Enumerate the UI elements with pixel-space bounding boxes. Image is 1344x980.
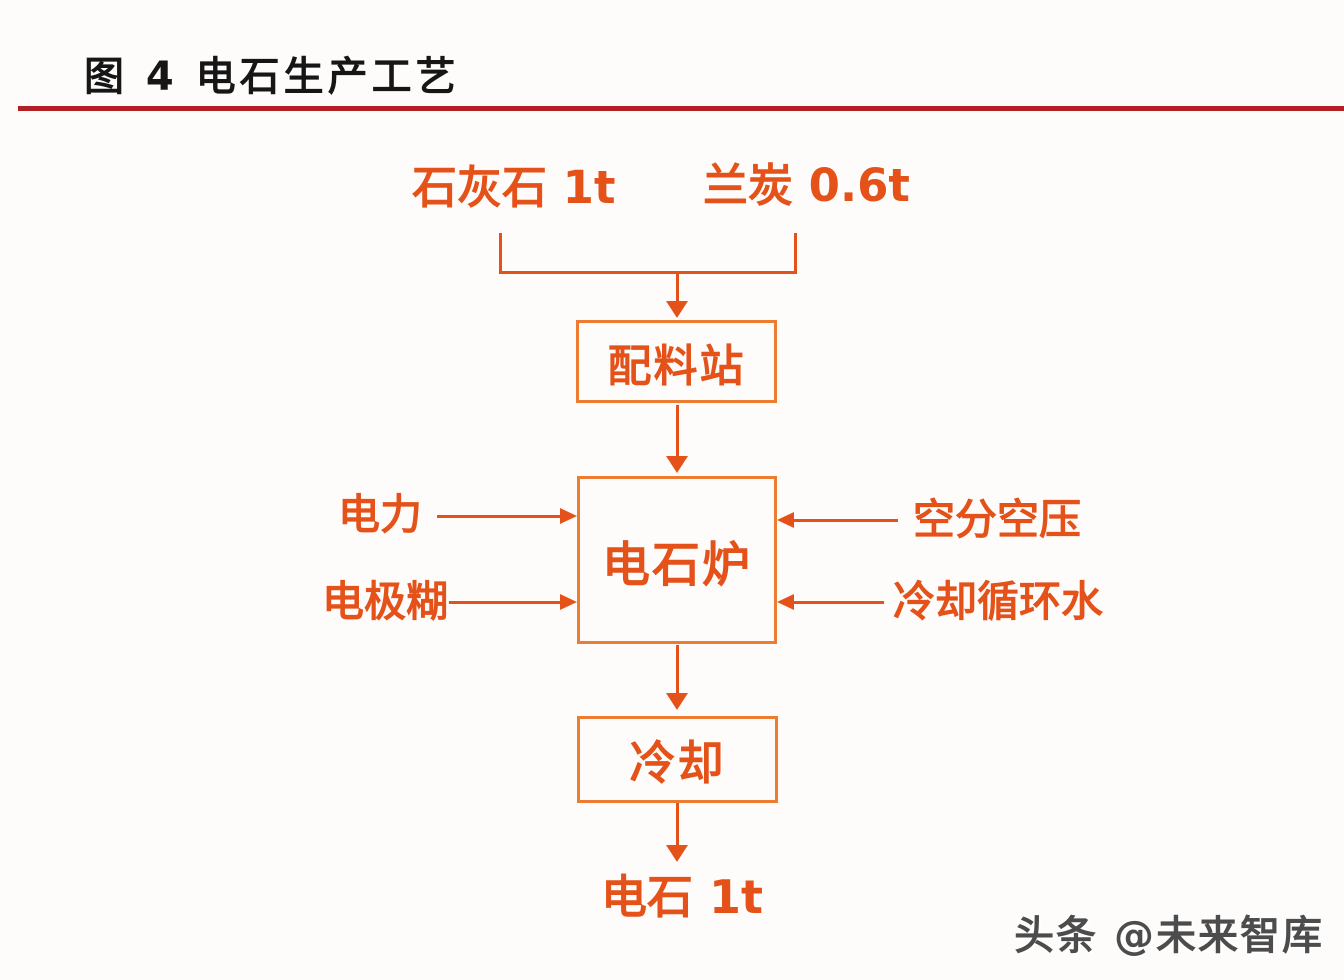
arrow-right-icon — [560, 508, 577, 524]
input-limestone-label: 石灰石 1t — [412, 161, 616, 214]
bracket-left-vertical-line — [499, 233, 502, 274]
connector-electrode-paste-line — [449, 601, 562, 604]
label-electricity: 电力 — [338, 490, 423, 539]
label-electrode-paste: 电极糊 — [322, 577, 449, 626]
arrow-down-icon — [666, 301, 688, 318]
watermark-text: 头条 @未来智库 — [1014, 913, 1324, 959]
arrow-down-icon — [666, 456, 688, 473]
connector-inputs-to-batching-line — [676, 273, 679, 303]
label-air-separation: 空分空压 — [913, 495, 1082, 544]
bracket-right-vertical-line — [794, 233, 797, 274]
input-semicoke-label: 兰炭 0.6t — [703, 159, 910, 212]
node-carbide-furnace: 电石炉 — [577, 476, 777, 644]
connector-air-separation-line — [792, 519, 898, 522]
figure-title: 图 4 电石生产工艺 — [84, 54, 460, 100]
title-divider-line — [18, 106, 1344, 111]
connector-furnace-to-cooling-line — [676, 645, 679, 695]
arrow-left-icon — [777, 512, 794, 528]
connector-cooling-water-line — [792, 601, 884, 604]
connector-electricity-line — [437, 515, 562, 518]
node-cooling: 冷却 — [577, 716, 778, 803]
label-cooling-water: 冷却循环水 — [893, 577, 1104, 626]
bracket-horizontal-line — [499, 271, 797, 274]
arrow-down-icon — [666, 693, 688, 710]
connector-cooling-to-output-line — [676, 803, 679, 847]
arrow-right-icon — [560, 594, 577, 610]
arrow-left-icon — [777, 594, 794, 610]
output-carbide-label: 电石 1t — [601, 870, 764, 924]
arrow-down-icon — [666, 845, 688, 862]
node-batching-station: 配料站 — [576, 320, 777, 403]
connector-batching-to-furnace-line — [676, 405, 679, 458]
